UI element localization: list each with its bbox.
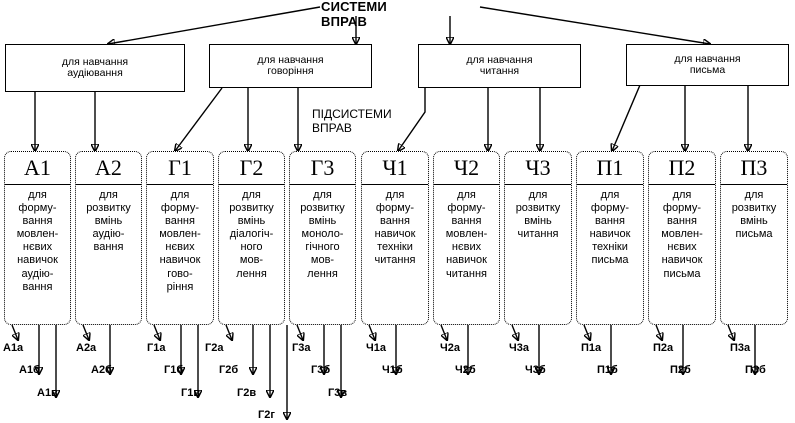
subsystem-g1: Г1 для форму- вання мовлен- нєвих навичо… — [146, 151, 214, 325]
category-reading-line1: для навчання — [466, 54, 533, 66]
group-label-p1a: П1а — [581, 342, 602, 354]
subsystem-desc: для форму- вання мовлен- нєвих навичок а… — [16, 189, 59, 293]
category-listening-line1: для навчання — [61, 56, 129, 68]
subsystem-code: Ч1 — [362, 152, 428, 185]
arrow-to-ch1 — [398, 88, 426, 151]
category-listening: для навчання аудіювання — [5, 44, 185, 92]
subsystem-desc: для розвитку вмінь письма — [731, 189, 777, 241]
sub-arrow-А2а — [82, 324, 89, 340]
sub-arrow-П3а — [727, 324, 734, 340]
subsystem-desc: для форму- вання мовлен- нєвих навичок г… — [159, 189, 201, 293]
group-label-g1b: Г1б — [164, 364, 184, 376]
category-speaking: для навчання говоріння — [209, 44, 372, 88]
category-speaking-line2: говоріння — [267, 65, 314, 77]
arrow-to-writing — [479, 6, 710, 44]
subsystem-g2: Г2 для розвитку вмінь діалогіч- ного мов… — [218, 151, 285, 325]
group-label-a2b: А2б — [91, 364, 112, 376]
subsystem-p3: П3 для розвитку вмінь письма — [720, 151, 788, 325]
category-speaking-line1: для навчання — [257, 54, 324, 66]
sub-arrow-Ч3а — [511, 324, 518, 340]
group-label-p3b: П3б — [745, 364, 766, 376]
category-listening-line2: аудіювання — [67, 67, 123, 79]
subsystem-code: А2 — [76, 152, 141, 185]
sub-arrow-А1а — [11, 324, 18, 340]
group-label-a1a: А1а — [3, 342, 24, 354]
sub-arrow-Ч1а — [368, 324, 375, 340]
category-writing-line2: письма — [689, 64, 726, 76]
group-label-ch3b: Ч3б — [525, 364, 546, 376]
group-label-g3v: Г3в — [328, 387, 348, 399]
category-writing: для навчання письма — [626, 44, 789, 86]
group-label-g3a: Г3а — [292, 342, 311, 354]
sub-arrow-Г1а — [153, 324, 160, 340]
group-label-ch3a: Ч3а — [509, 342, 529, 354]
sub-arrow-Г3а — [296, 324, 303, 340]
subsystem-code: П2 — [649, 152, 715, 185]
subsystem-ch3: Ч3 для розвитку вмінь читання — [504, 151, 572, 325]
subsystem-code: Г1 — [147, 152, 213, 185]
sub-arrow-Ч2а — [440, 324, 447, 340]
subsystem-code: Г3 — [290, 152, 355, 185]
group-label-g2a: Г2а — [205, 342, 224, 354]
subsystem-desc: для розвитку вмінь моноло- гічного мов- … — [300, 189, 345, 280]
subsystem-ch2: Ч2 для форму- вання мовлен- нєвих навичо… — [433, 151, 500, 325]
subsystem-desc: для форму- вання навичок техніки читання — [374, 189, 416, 267]
group-label-ch1b: Ч1б — [382, 364, 403, 376]
subsystem-code: А1 — [5, 152, 70, 185]
group-label-p3a: П3а — [730, 342, 751, 354]
group-label-p2b: П2б — [670, 364, 691, 376]
subsystem-code: Г2 — [219, 152, 284, 185]
subsystem-desc: для розвитку вмінь діалогіч- ного мов- л… — [229, 189, 274, 280]
arrow-to-g1 — [175, 87, 223, 151]
subsystem-code: Ч3 — [505, 152, 571, 185]
group-label-g1a: Г1а — [147, 342, 166, 354]
subsystem-desc: для форму- вання мовлен- нєвих навичок ч… — [445, 189, 488, 280]
subsystem-g3: Г3 для розвитку вмінь моноло- гічного мо… — [289, 151, 356, 325]
group-label-a2a: А2а — [76, 342, 97, 354]
group-label-g3b: Г3б — [311, 364, 331, 376]
sub-arrow-Г2а — [225, 324, 232, 340]
subsystem-desc: для форму- вання навичок техніки письма — [589, 189, 631, 267]
group-label-a1v: А1в — [37, 387, 58, 399]
group-label-a1b: А1б — [19, 364, 40, 376]
group-label-g2v: Г2в — [237, 387, 257, 399]
subsystems-title: ПІДСИСТЕМИ ВПРАВ — [312, 107, 392, 135]
sub-arrow-П2а — [655, 324, 662, 340]
arrow-to-p1 — [612, 84, 641, 151]
subsystem-desc: для розвитку вмінь аудію- вання — [86, 189, 131, 254]
group-label-ch1a: Ч1а — [366, 342, 386, 354]
group-label-g1v: Г1в — [181, 387, 201, 399]
category-writing-line1: для навчання — [674, 53, 741, 65]
subsystem-desc: для форму- вання мовлен- нєвих навичок п… — [661, 189, 703, 280]
subsystem-code: Ч2 — [434, 152, 499, 185]
group-label-ch2a: Ч2а — [440, 342, 460, 354]
subsystem-p2: П2 для форму- вання мовлен- нєвих навичо… — [648, 151, 716, 325]
subsystem-code: П3 — [721, 152, 787, 185]
subsystem-a1: А1 для форму- вання мовлен- нєвих навичо… — [4, 151, 71, 325]
category-reading-line2: читання — [479, 65, 520, 77]
category-reading: для навчання читання — [418, 44, 581, 88]
group-label-g2g: Г2г — [258, 409, 275, 421]
subsystem-code: П1 — [577, 152, 643, 185]
group-label-p1b: П1б — [597, 364, 618, 376]
sub-arrow-П1а — [583, 324, 590, 340]
subsystem-a2: А2 для розвитку вмінь аудію- вання — [75, 151, 142, 325]
group-label-p2a: П2а — [653, 342, 674, 354]
subsystem-p1: П1 для форму- вання навичок техніки пись… — [576, 151, 644, 325]
arrow-to-listening — [108, 6, 321, 44]
diagram-title: СИСТЕМИ ВПРАВ — [321, 0, 387, 29]
group-label-ch2b: Ч2б — [455, 364, 476, 376]
sub-arrows — [11, 324, 755, 419]
subsystem-desc: для розвитку вмінь читання — [515, 189, 561, 241]
group-label-g2b: Г2б — [219, 364, 239, 376]
subsystem-ch1: Ч1 для форму- вання навичок техніки чита… — [361, 151, 429, 325]
